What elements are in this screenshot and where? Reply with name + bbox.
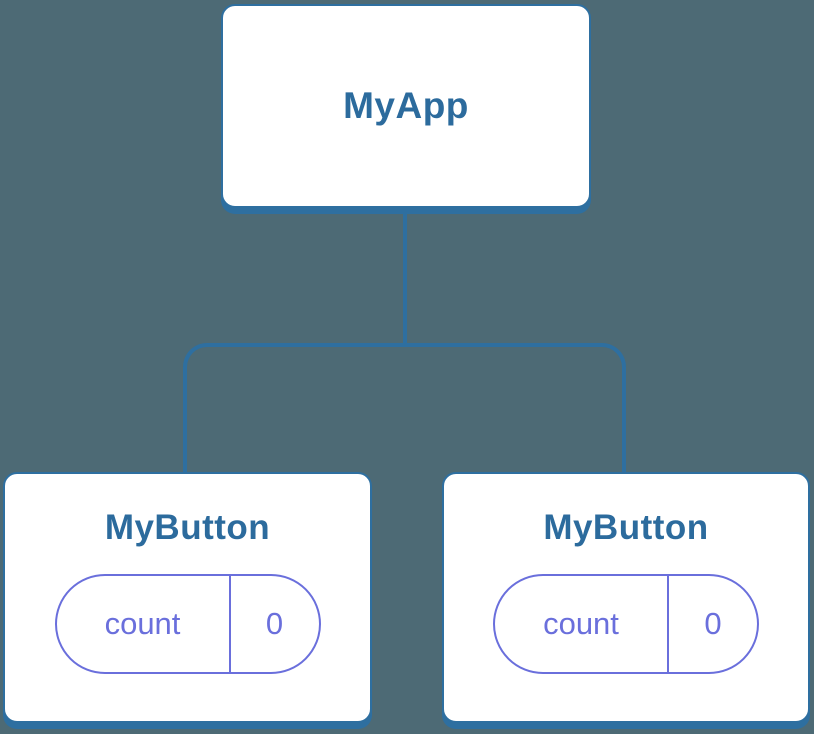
child-node-left: MyButton count 0 — [3, 472, 372, 723]
child-node-right: MyButton count 0 — [442, 472, 810, 723]
state-value: 0 — [265, 606, 284, 641]
root-node-label: MyApp — [343, 85, 469, 126]
state-pill: count 0 — [493, 574, 759, 674]
root-node: MyApp — [221, 4, 591, 208]
state-pill: count 0 — [54, 574, 321, 674]
connector-bracket — [183, 343, 626, 474]
state-key: count — [495, 576, 669, 672]
child-node-label: MyButton — [543, 508, 709, 547]
connector-root-stem — [403, 210, 407, 346]
state-value: 0 — [704, 606, 722, 641]
state-key: count — [57, 576, 231, 672]
child-node-label: MyButton — [104, 508, 271, 547]
